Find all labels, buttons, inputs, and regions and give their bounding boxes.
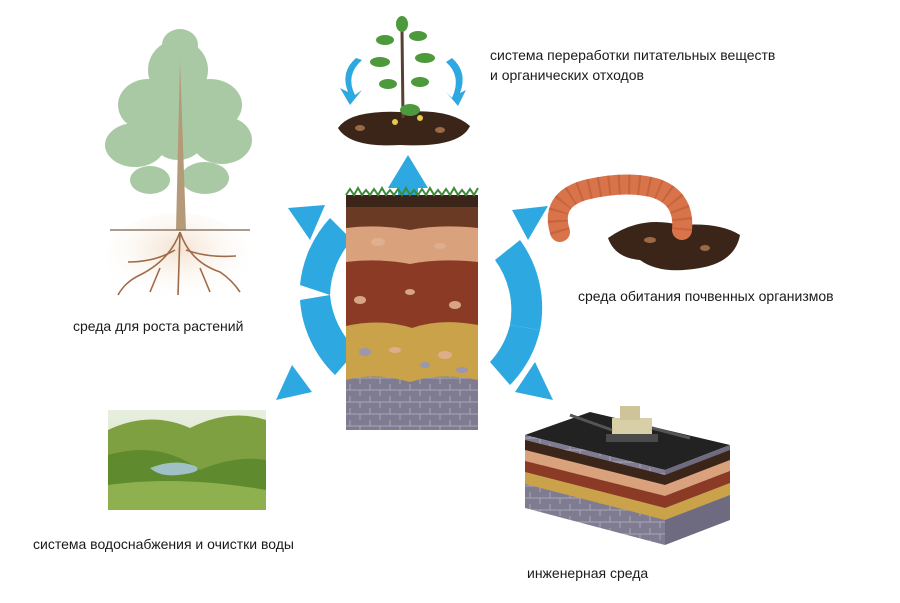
- worm-soil-pebbles: [644, 237, 710, 251]
- label-plant-growth: среда для роста растений: [73, 318, 244, 334]
- earthworm-illustration: [547, 174, 740, 271]
- plant-leaves: [370, 16, 435, 116]
- soil-profile: [345, 185, 479, 430]
- plant-soil-mound: [338, 111, 470, 146]
- landscape-river: [150, 462, 198, 476]
- construction-machine: [569, 406, 691, 442]
- cycle-arrow-right: [446, 58, 466, 106]
- arrow-down-left: [276, 365, 312, 400]
- worm-soil-patch: [608, 221, 740, 271]
- arrow-up-left: [288, 205, 325, 240]
- grass-top: [345, 185, 479, 197]
- cycle-arrow-left: [340, 58, 362, 105]
- root-zone: [106, 213, 250, 303]
- soil-stones: [359, 348, 468, 373]
- earthworm: [547, 174, 693, 242]
- label-water-system: система водоснабжения и очистки воды: [33, 536, 294, 552]
- tree-illustration: [105, 29, 252, 303]
- soil-pebbles: [354, 238, 461, 359]
- engineering-illustration: [525, 406, 730, 545]
- arrow-up-right: [512, 206, 548, 240]
- ring-segment-left: [300, 218, 352, 295]
- label-engineering: инженерная среда: [527, 565, 649, 581]
- plant-stem: [400, 29, 405, 119]
- ring-segment-lower-left: [300, 295, 357, 375]
- plant-nutrient-cycle-illustration: [338, 16, 470, 146]
- plant-soil-pebbles: [355, 125, 445, 133]
- landscape-illustration: [108, 410, 266, 510]
- arrow-down-right: [515, 362, 553, 400]
- label-nutrient-system-line2: и органических отходов: [490, 67, 644, 83]
- ring-segment-lower-right: [490, 325, 540, 385]
- tree-trunk: [176, 60, 186, 230]
- arrow-up: [388, 155, 428, 188]
- label-nutrient-system-line1: система переработки питательных веществ: [490, 47, 776, 63]
- landscape-field: [108, 481, 266, 510]
- plant-flowers: [392, 115, 423, 125]
- tree-canopy: [105, 29, 252, 194]
- ring-segment-right: [495, 240, 543, 330]
- tree-roots: [117, 231, 241, 296]
- arrow-ring: [276, 155, 553, 400]
- label-organism-habitat: среда обитания почвенных организмов: [578, 288, 834, 304]
- soil-layer-humus: [346, 195, 478, 207]
